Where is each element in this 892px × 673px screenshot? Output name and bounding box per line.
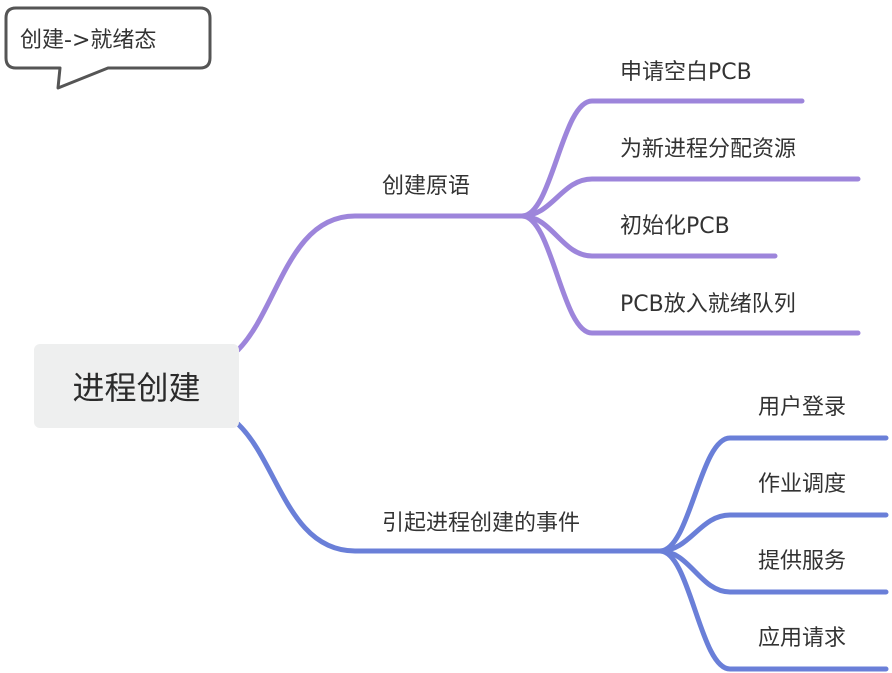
subtopic[interactable]: 应用请求 xyxy=(758,626,847,651)
root-topic-label: 进程创建 xyxy=(72,369,201,407)
subtopic[interactable]: 申请空白PCB xyxy=(620,60,752,85)
subtopic[interactable]: PCB放入就绪队列 xyxy=(620,292,796,317)
subtopic[interactable]: 初始化PCB xyxy=(620,214,730,239)
subtopic[interactable]: 提供服务 xyxy=(758,549,847,574)
branch-connector xyxy=(235,213,525,353)
branch-topic-creation-primitive[interactable]: 创建原语 xyxy=(382,174,471,199)
branch-connector xyxy=(235,421,663,554)
subtopic[interactable]: 用户登录 xyxy=(758,395,847,420)
callout-bubble xyxy=(4,6,212,90)
subtopic-connector xyxy=(657,512,889,554)
subtopic-connector xyxy=(657,548,889,672)
branch-topic-creation-events[interactable]: 引起进程创建的事件 xyxy=(382,511,581,536)
subtopic[interactable]: 为新进程分配资源 xyxy=(620,137,797,162)
callout-text: 创建->就绪态 xyxy=(20,28,157,53)
subtopic-connector xyxy=(519,213,861,336)
root-topic[interactable]: 进程创建 xyxy=(34,344,239,428)
subtopic-connector xyxy=(657,435,889,554)
subtopic-connector xyxy=(519,98,805,219)
subtopic[interactable]: 作业调度 xyxy=(758,472,847,497)
subtopic-connector xyxy=(519,176,861,219)
